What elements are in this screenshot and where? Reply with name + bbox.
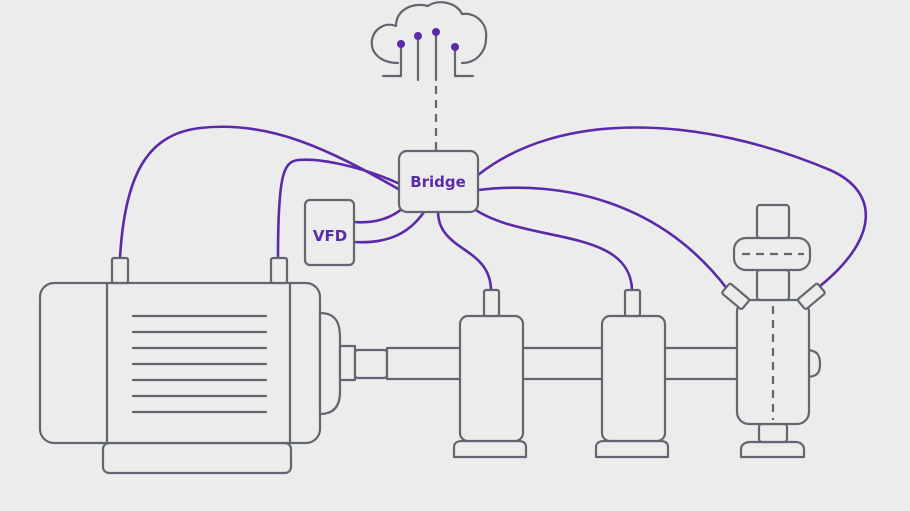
- wire-motor-right-sensor: [276, 158, 402, 260]
- wire-pump3-left-sensor: [476, 186, 730, 292]
- shaft: [385, 346, 749, 381]
- pump-1-sensor: [482, 288, 501, 318]
- pump-3-motor-cap: [755, 203, 791, 240]
- wire-pump3-right-sensor: [476, 126, 867, 292]
- cloud-node-dot: [414, 32, 422, 40]
- motor-sensor-right: [269, 256, 289, 285]
- pump-2-housing: [600, 314, 667, 443]
- cloud-node-dot: [451, 43, 459, 51]
- pump-3-base: [739, 440, 806, 459]
- pump-2-sensor: [623, 288, 642, 318]
- pump-1-housing: [458, 314, 525, 443]
- pump-3: [721, 203, 826, 459]
- pump-1-base: [452, 439, 528, 459]
- pump-1: [452, 288, 528, 459]
- vfd-housing: [303, 198, 356, 267]
- vfd-label: VFD: [313, 227, 347, 245]
- pump-3-sensor-left: [721, 282, 751, 311]
- cloud-node-dot: [397, 40, 405, 48]
- sensor-wires: [118, 125, 867, 292]
- wire-pump2-sensor: [468, 204, 634, 292]
- drive-shaft: [338, 344, 749, 382]
- pump-2: [594, 288, 670, 459]
- pump-2-base: [594, 439, 670, 459]
- shaft-coupling: [353, 348, 389, 380]
- cloud-icon: [370, 1, 488, 82]
- pump-3-sensor-right: [796, 282, 826, 311]
- bridge-label: Bridge: [410, 173, 466, 191]
- bridge-housing: [397, 149, 480, 214]
- motor-base: [101, 441, 293, 475]
- vfd-box: VFD: [303, 198, 356, 267]
- cloud-node-dot: [432, 28, 440, 36]
- wire-motor-left-sensor: [118, 125, 402, 260]
- electric-motor: [38, 256, 342, 475]
- motor-cooling-fins: [131, 314, 268, 414]
- motor-sensor-left: [110, 256, 130, 285]
- motor-end-cap: [318, 311, 342, 416]
- wire-pump1-sensor: [436, 209, 493, 292]
- bridge-box: Bridge: [397, 149, 480, 214]
- wire-vfd-bottom: [352, 210, 426, 244]
